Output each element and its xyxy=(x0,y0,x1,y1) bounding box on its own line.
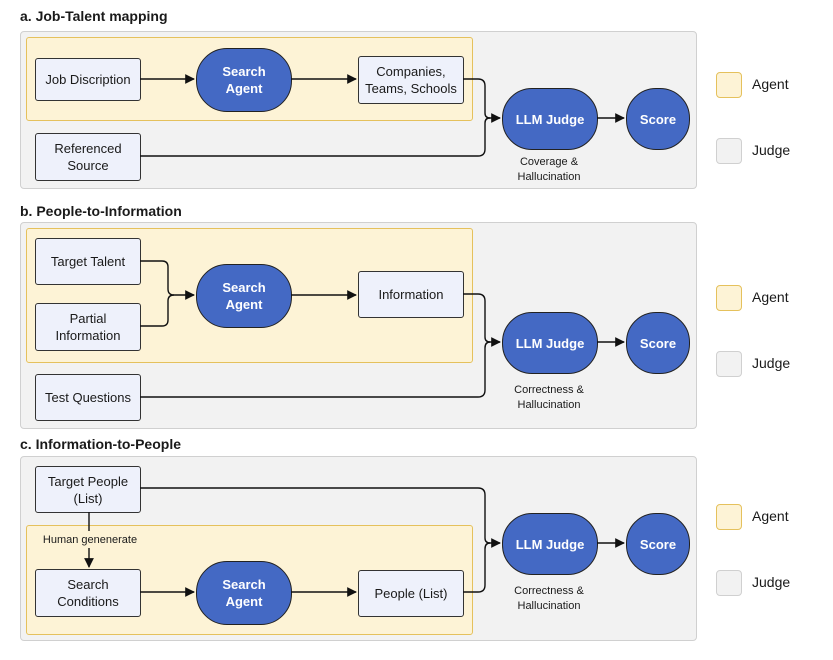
line-questions-to-judge-b xyxy=(140,341,491,398)
llm-judge-node-b: LLM Judge xyxy=(502,312,598,374)
legend-agent-label-c: Agent xyxy=(752,508,789,524)
line-people-list-to-judge-c xyxy=(463,542,491,593)
partial-information-box: Partial Information xyxy=(35,303,141,351)
section-a-title: a. Job-Talent mapping xyxy=(20,8,168,24)
test-questions-box: Test Questions xyxy=(35,374,141,421)
arrow-target-people-to-judge-c xyxy=(140,487,501,548)
search-agent-node-b: Search Agent xyxy=(196,264,292,328)
human-generate-label: Human genenerate xyxy=(30,533,150,548)
legend-judge-label-c: Judge xyxy=(752,574,791,590)
section-b-title: b. People-to-Information xyxy=(20,203,182,219)
legend-judge-swatch-c xyxy=(716,570,742,596)
arrow-information-to-judge-b xyxy=(463,293,501,347)
correctness-hallucination-note-b: Correctness & Hallucination xyxy=(514,384,584,411)
legend-agent-swatch-c xyxy=(716,504,742,530)
line-partial-to-agent-b xyxy=(140,294,175,327)
legend-judge-swatch-b xyxy=(716,351,742,377)
arrow-talent-to-agent-b xyxy=(140,260,195,300)
legend-agent-label-b: Agent xyxy=(752,289,789,305)
target-people-box: Target People (List) xyxy=(35,466,141,513)
companies-teams-schools-box: Companies, Teams, Schools xyxy=(358,56,464,104)
legend-agent-swatch-b xyxy=(716,285,742,311)
people-list-box: People (List) xyxy=(358,570,464,617)
referenced-source-box: Referenced Source xyxy=(35,133,141,181)
target-talent-box: Target Talent xyxy=(35,238,141,285)
correctness-hallucination-note-c: Correctness & Hallucination xyxy=(514,585,584,612)
score-node-b: Score xyxy=(626,312,690,374)
legend-judge-swatch-a xyxy=(716,138,742,164)
search-conditions-box: Search Conditions xyxy=(35,569,141,617)
legend-agent-label-a: Agent xyxy=(752,76,789,92)
llm-judge-node-a: LLM Judge xyxy=(502,88,598,150)
score-node-a: Score xyxy=(626,88,690,150)
section-c-title: c. Information-to-People xyxy=(20,436,181,452)
legend-judge-label-a: Judge xyxy=(752,142,791,158)
line-source-to-judge-a xyxy=(140,117,491,157)
arrow-companies-to-judge-a xyxy=(463,78,501,123)
search-agent-node-c: Search Agent xyxy=(196,561,292,625)
coverage-hallucination-note: Coverage & Hallucination xyxy=(517,156,581,183)
score-node-c: Score xyxy=(626,513,690,575)
llm-judge-node-c: LLM Judge xyxy=(502,513,598,575)
legend-judge-label-b: Judge xyxy=(752,355,791,371)
legend-agent-swatch-a xyxy=(716,72,742,98)
search-agent-node-a: Search Agent xyxy=(196,48,292,112)
information-box: Information xyxy=(358,271,464,318)
